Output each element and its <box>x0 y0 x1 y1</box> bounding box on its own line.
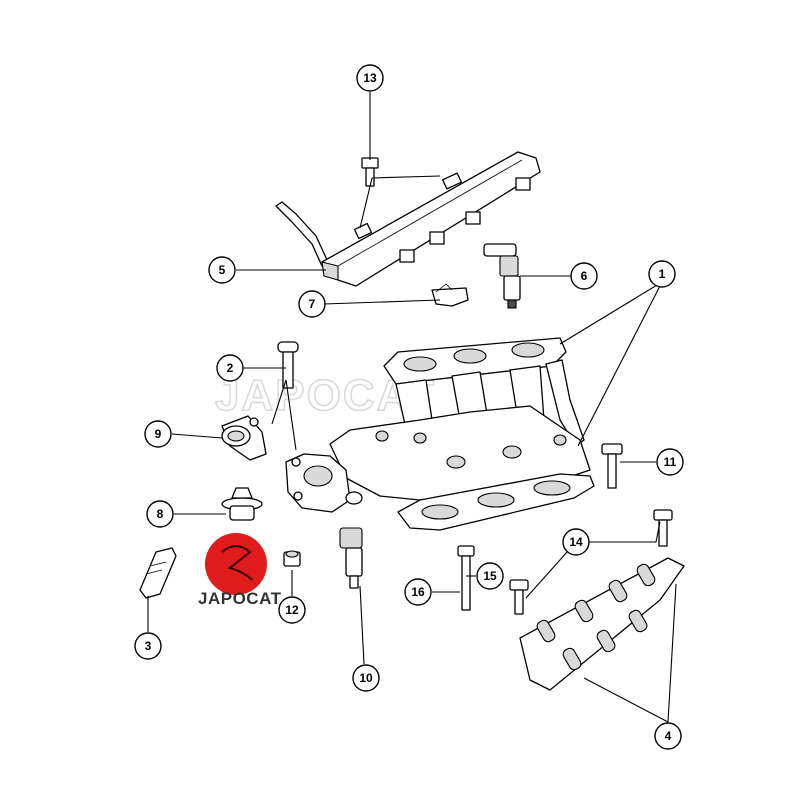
logo-text: JAPOCAT <box>198 589 282 608</box>
part-intake-manifold-gasket <box>519 557 685 691</box>
part-intake-manifold-lower <box>329 337 591 501</box>
callout-12[interactable]: 12 <box>278 596 306 624</box>
callout-10-label: 10 <box>359 671 373 685</box>
callout-15-label: 15 <box>483 569 497 583</box>
callout-13-label: 13 <box>363 71 377 85</box>
brand-logo: JAPOCAT <box>198 533 282 608</box>
part-fuel-rail <box>275 151 541 287</box>
callout-5[interactable]: 5 <box>208 256 236 284</box>
part-stud-left <box>509 579 529 615</box>
callout-2[interactable]: 2 <box>216 354 244 382</box>
part-thermostat-housing <box>221 415 267 461</box>
part-hose-fitting <box>139 547 177 599</box>
callout-16[interactable]: 16 <box>404 578 432 606</box>
callout-11[interactable]: 11 <box>656 448 684 476</box>
callout-1[interactable]: 1 <box>648 260 676 288</box>
callout-8[interactable]: 8 <box>146 500 174 528</box>
callout-6-label: 6 <box>581 269 588 283</box>
callout-7[interactable]: 7 <box>298 290 326 318</box>
callout-4[interactable]: 4 <box>654 722 682 750</box>
callout-5-label: 5 <box>219 263 226 277</box>
callout-3[interactable]: 3 <box>134 632 162 660</box>
callout-3-label: 3 <box>145 639 152 653</box>
callout-13[interactable]: 13 <box>356 64 384 92</box>
callout-12-label: 12 <box>285 603 299 617</box>
callout-8-label: 8 <box>157 507 164 521</box>
callout-9[interactable]: 9 <box>144 420 172 448</box>
part-intake-manifold-flange <box>397 473 595 531</box>
part-stud-manifold <box>457 545 475 611</box>
part-plug <box>283 550 301 567</box>
callout-16-label: 16 <box>411 585 425 599</box>
part-stud-right <box>653 509 673 547</box>
part-bolt <box>277 341 299 389</box>
part-water-outlet <box>285 453 363 513</box>
part-bolt-fuel-rail <box>361 157 379 187</box>
part-fuel-injector <box>483 243 521 309</box>
leader-lines <box>147 92 677 723</box>
part-stud-bolt <box>601 443 623 489</box>
callout-7-label: 7 <box>309 297 316 311</box>
callout-14[interactable]: 14 <box>562 528 590 556</box>
part-clip <box>431 283 469 307</box>
callout-4-label: 4 <box>665 729 672 743</box>
callout-2-label: 2 <box>227 361 234 375</box>
logo-mark <box>221 545 253 581</box>
callout-15[interactable]: 15 <box>476 562 504 590</box>
part-thermostat <box>221 487 263 521</box>
callout-10[interactable]: 10 <box>352 664 380 692</box>
callout-14-label: 14 <box>569 535 583 549</box>
part-temperature-sensor <box>339 527 363 589</box>
callout-1-label: 1 <box>659 267 666 281</box>
callout-11-label: 11 <box>664 455 677 469</box>
callout-9-label: 9 <box>155 427 162 441</box>
callout-6[interactable]: 6 <box>570 262 598 290</box>
